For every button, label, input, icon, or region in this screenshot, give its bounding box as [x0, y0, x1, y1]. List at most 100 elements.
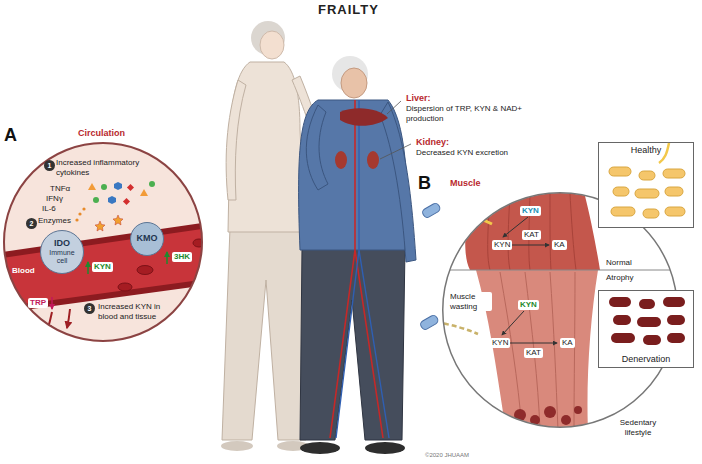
woman-face [260, 31, 284, 59]
organ-label: Liver: [404, 93, 433, 104]
mitochondrion [611, 333, 635, 343]
mitochondrion [665, 187, 683, 196]
node-outline-circle [131, 223, 164, 256]
mitochondrion [665, 207, 685, 216]
organ-note: Dispersion of TRP, KYN & NAD+ production [404, 104, 528, 123]
man-arm [306, 105, 328, 190]
vessel-label: Blood [12, 266, 35, 276]
diagram-title: FRAILTY [318, 2, 379, 18]
mitochondrion [667, 315, 685, 325]
fiber-bundle [574, 406, 582, 414]
enzyme-star [113, 215, 123, 225]
signature: ©2020 JHUAAM [425, 452, 469, 459]
woman-trousers [222, 228, 306, 440]
mitochondria-box: Denervation [598, 290, 694, 368]
box-heading: Denervation [622, 352, 671, 367]
leader-line [380, 144, 411, 159]
decrease-arrow [51, 297, 53, 309]
reaction-arrow [511, 245, 549, 246]
metabolite-label: KA [552, 240, 567, 250]
enzyme-name: IDO [54, 239, 70, 249]
node-outline-circle [4, 143, 202, 341]
vessel-lumen [0, 227, 215, 308]
mitochondrion [639, 299, 655, 309]
enzyme-star [95, 221, 105, 231]
callout-number: 2 [26, 218, 37, 229]
mitochondrion [643, 335, 661, 345]
state-label: Normal [606, 258, 632, 268]
man-face [341, 68, 367, 98]
circulation-panel: ACirculationIncreased inflammatory cytok… [3, 142, 203, 342]
cytokine-dot [78, 212, 81, 215]
muscle-normal [465, 192, 600, 270]
red-blood-cell [118, 283, 132, 291]
cytokine-name: IFNγ [46, 194, 63, 204]
state-label: Atrophy [606, 273, 634, 283]
cytokine [108, 196, 116, 204]
uptake-arrow [502, 311, 524, 335]
liver [340, 108, 388, 126]
nerve [470, 198, 494, 214]
man-shoe [300, 442, 340, 454]
red-blood-cell [137, 266, 153, 275]
muscle-fiber [500, 272, 575, 430]
cytokine-name: IL-6 [42, 204, 56, 214]
mitochondrion [613, 187, 629, 196]
diffusion-arrow [47, 312, 52, 331]
callout-number: 3 [84, 303, 95, 314]
neuron-body [421, 202, 441, 219]
mitochondrion [637, 317, 661, 327]
cytokines [75, 181, 155, 222]
cytokine [88, 183, 96, 190]
enzyme-name: KMO [137, 234, 158, 244]
note-text: Increased inflammatory cytokines [56, 158, 146, 177]
cytokine [93, 197, 99, 203]
metabolite-label: KA [560, 338, 575, 348]
cytokine [101, 184, 107, 190]
metabolite-label: KYN [490, 338, 510, 348]
man-figure [299, 56, 416, 454]
mitochondrion [609, 167, 631, 176]
metabolite-label: TRP [28, 298, 48, 308]
man-arm [380, 102, 416, 262]
enzyme-name: KAT [522, 230, 541, 240]
leader-line [387, 101, 401, 114]
organ-note: Decreased KYN excretion [414, 148, 523, 158]
cytokine [140, 189, 148, 196]
mitochondrion [611, 207, 635, 216]
red-blood-cell [193, 239, 205, 247]
motor-neuron [419, 202, 441, 331]
panel-heading: Circulation [78, 128, 125, 139]
divider [440, 270, 680, 271]
metabolite-label: KYN [92, 262, 113, 272]
enzyme-circle: KMO [130, 222, 164, 256]
note-text: Muscle wasting [448, 292, 492, 311]
cytokine-dot [75, 218, 78, 221]
man-trousers [300, 248, 405, 440]
mitochondrion [609, 297, 631, 307]
diffusion-arrow [67, 309, 70, 328]
mitochondria-drawing [599, 143, 695, 229]
immune-cell: IDOImmune cell [40, 230, 84, 274]
mitochondria-box: Healthy [598, 142, 694, 228]
vein [336, 100, 389, 438]
metabolite-label: 3HK [172, 252, 192, 262]
enzyme-name: KAT [524, 348, 543, 358]
mitochondrion [667, 333, 685, 343]
mitochondrion [663, 169, 685, 178]
note-text: Sedentary lifestyle [612, 418, 664, 437]
increase-arrow [87, 262, 89, 274]
man-shoe [365, 442, 405, 454]
fiber-bundle [561, 415, 571, 425]
cytokine [114, 182, 122, 190]
woman-shoe [221, 441, 253, 451]
degenerated-nerve [436, 322, 478, 334]
cytokine-dot [82, 207, 85, 210]
callout-number: 1 [44, 160, 55, 171]
increase-arrow [166, 252, 168, 264]
mitochondrion [635, 189, 659, 198]
fiber-bundle [544, 406, 556, 418]
note-text: Increased KYN in blood and tissue [98, 302, 172, 321]
panel-letter: A [4, 126, 17, 146]
